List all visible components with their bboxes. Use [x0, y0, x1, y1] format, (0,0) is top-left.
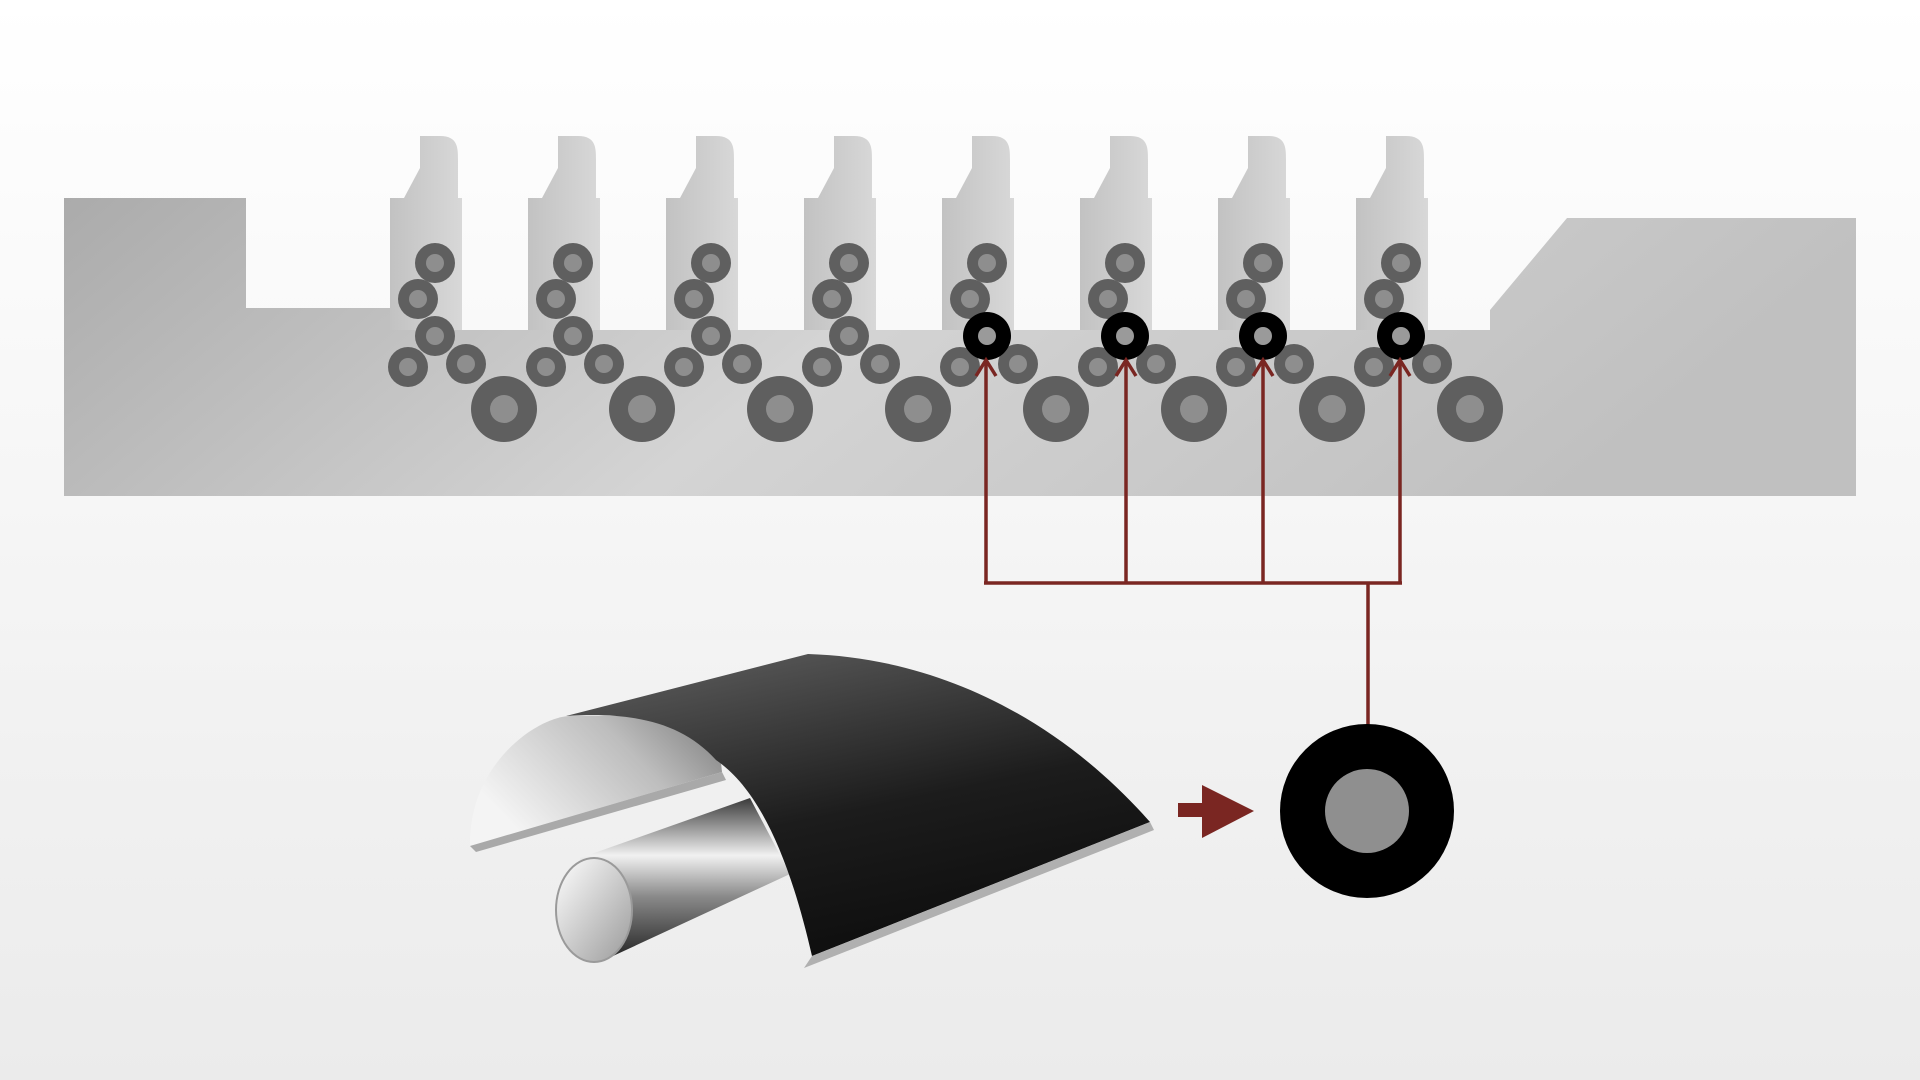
ink-roller-core-3-5 — [733, 355, 751, 373]
ink-roller-core-7-4 — [1227, 358, 1245, 376]
roller-core — [1325, 769, 1409, 853]
ink-roller-core-8-5 — [1423, 355, 1441, 373]
arrowhead-7 — [1251, 356, 1275, 377]
printing-cylinder-core-8 — [1456, 395, 1484, 423]
printing-cylinder-core-1 — [490, 395, 518, 423]
ink-roller-core-2-2 — [547, 290, 565, 308]
ink-roller-core-7-2 — [1237, 290, 1255, 308]
right-arrow-icon — [1178, 785, 1254, 838]
ink-roller-core-1-2 — [409, 290, 427, 308]
blanket-cylinder-icon — [469, 654, 1154, 968]
ink-roller-core-4-3 — [840, 327, 858, 345]
press-rollers — [388, 243, 1503, 442]
press-towers — [390, 136, 1428, 330]
arrowhead-8 — [1388, 356, 1412, 377]
ink-roller-core-7-1 — [1254, 254, 1272, 272]
ink-roller-core-6-5 — [1147, 355, 1165, 373]
press-machine-icon — [64, 136, 1856, 496]
blanket-edge — [804, 822, 1154, 968]
arrowhead-6 — [1114, 356, 1138, 377]
ink-roller-core-4-4 — [813, 358, 831, 376]
printing-cylinder-core-3 — [766, 395, 794, 423]
printing-cylinder-core-6 — [1180, 395, 1208, 423]
ink-roller-core-6-4 — [1089, 358, 1107, 376]
printing-cylinder-core-7 — [1318, 395, 1346, 423]
ink-roller-core-6-2 — [1099, 290, 1117, 308]
ink-roller-core-4-2 — [823, 290, 841, 308]
printing-cylinder-core-4 — [904, 395, 932, 423]
printing-cylinder-core-2 — [628, 395, 656, 423]
ink-roller-core-3-1 — [702, 254, 720, 272]
printing-cylinder-core-5 — [1042, 395, 1070, 423]
press-unit-tower-3 — [666, 136, 738, 330]
ink-roller-core-7-5 — [1285, 355, 1303, 373]
ink-roller-core-4-1 — [840, 254, 858, 272]
connector-lines — [974, 356, 1412, 728]
press-unit-tower-5 — [942, 136, 1014, 330]
arrow-head — [1202, 785, 1254, 838]
paper-sheet — [469, 716, 722, 846]
ink-roller-core-1-5 — [457, 355, 475, 373]
ink-roller-core-3-4 — [675, 358, 693, 376]
ink-roller-core-6-1 — [1116, 254, 1134, 272]
ink-roller-core-3-2 — [685, 290, 703, 308]
arrowhead-5 — [974, 356, 998, 377]
paper-edge — [470, 772, 726, 852]
ink-roller-core-5-5 — [1009, 355, 1027, 373]
cylinder-cap — [555, 857, 633, 963]
press-unit-tower-8 — [1356, 136, 1428, 330]
press-unit-tower-2 — [528, 136, 600, 330]
press-unit-tower-4 — [804, 136, 876, 330]
ink-roller-core-2-3 — [564, 327, 582, 345]
ink-roller-core-8-2 — [1375, 290, 1393, 308]
ink-roller-core-2-5 — [595, 355, 613, 373]
roller-cross-section-icon — [1280, 724, 1454, 898]
ink-roller-core-5-1 — [978, 254, 996, 272]
ink-roller-core-8-4 — [1365, 358, 1383, 376]
highlighted-roller-core-8 — [1392, 327, 1410, 345]
press-unit-tower-1 — [390, 136, 462, 330]
ink-roller-core-4-5 — [871, 355, 889, 373]
ink-roller-core-5-2 — [961, 290, 979, 308]
ink-roller-core-1-3 — [426, 327, 444, 345]
press-unit-tower-6 — [1080, 136, 1152, 330]
ink-roller-core-2-1 — [564, 254, 582, 272]
press-unit-tower-7 — [1218, 136, 1290, 330]
cylinder-body — [580, 798, 790, 962]
ink-roller-core-2-4 — [537, 358, 555, 376]
arrow-shaft — [1178, 803, 1204, 817]
highlighted-roller-core-5 — [978, 327, 996, 345]
ink-roller-core-3-3 — [702, 327, 720, 345]
highlighted-roller-core-7 — [1254, 327, 1272, 345]
ink-roller-core-5-4 — [951, 358, 969, 376]
highlighted-roller-core-6 — [1116, 327, 1134, 345]
ink-roller-core-1-1 — [426, 254, 444, 272]
ink-roller-core-1-4 — [399, 358, 417, 376]
ink-roller-core-8-1 — [1392, 254, 1410, 272]
blanket-sheet — [566, 654, 1150, 956]
